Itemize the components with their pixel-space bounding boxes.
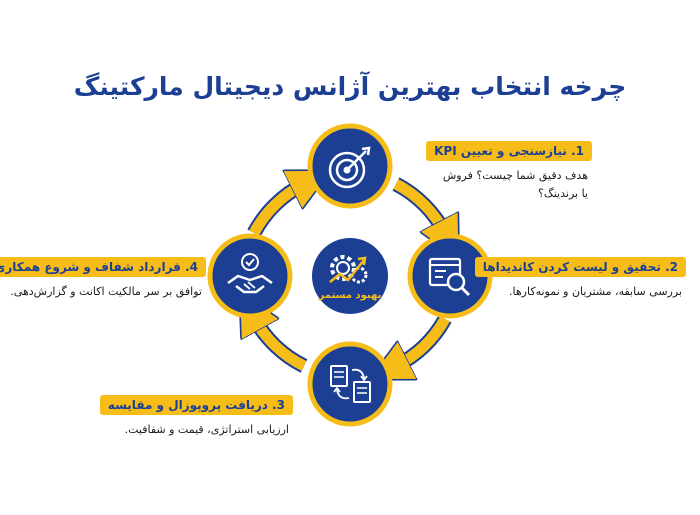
step-1-description: هدف دقیق شما چیست؟ فروش یا برندینگ؟	[442, 169, 588, 200]
step-3-label: 3. دریافت پروپوزال و مقایسه	[99, 395, 293, 415]
step-3-node	[307, 341, 393, 427]
step-2-description: بررسی سابقه، مشتریان و نمونه‌کارها.	[509, 285, 682, 298]
step-2-label: 2. تحقیق و لیست کردن کاندیداها	[474, 257, 686, 277]
documents-exchange-icon	[330, 365, 371, 403]
step-4-node	[207, 233, 293, 319]
step-2-node	[407, 233, 493, 319]
target-icon	[328, 146, 371, 189]
search-list-icon	[428, 257, 471, 297]
step-1-node	[307, 123, 393, 209]
step-4-description: توافق بر سر مالکیت اکانت و گزارش‌دهی.	[10, 285, 202, 298]
step-4-label: 4. قرارداد شفاف و شروع همکاری	[0, 257, 206, 277]
step-3-description: ارزیابی استراتژی، قیمت و شفافیت.	[124, 423, 289, 436]
gears-growth-icon	[329, 255, 368, 284]
center-node	[312, 238, 388, 314]
step-1-label: 1. نیازسنجی و تعیین KPI	[426, 141, 592, 161]
center-label: بهبود مستمر	[318, 290, 382, 301]
handshake-icon	[227, 253, 273, 294]
cycle-arrows	[254, 184, 445, 366]
page-title: چرخه انتخاب بهترین آژانس دیجیتال مارکتین…	[73, 72, 627, 101]
